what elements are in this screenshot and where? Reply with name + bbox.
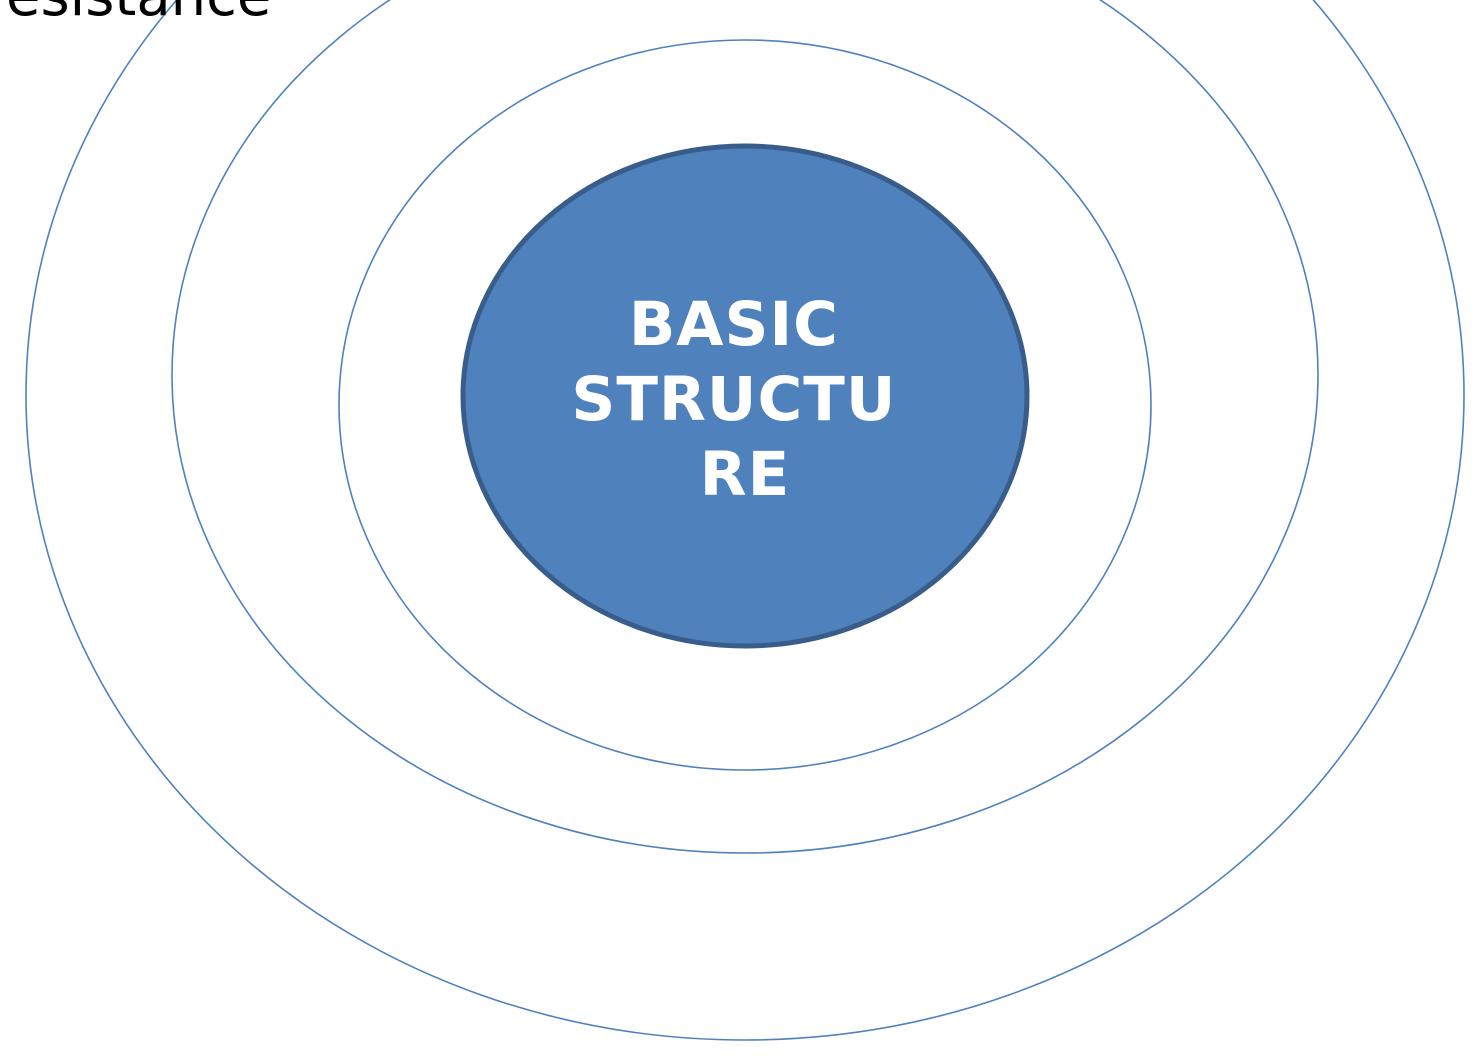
core-label-line-3: RE: [700, 439, 791, 510]
core-label-line-2: STRUCTU: [571, 364, 896, 435]
core-label: BASIC STRUCTU RE: [571, 289, 918, 510]
core-circle: [460, 143, 1030, 649]
second-ring: [338, 39, 1152, 771]
core-label-line-1: BASIC: [629, 289, 839, 360]
cropped-heading-text: esistance: [6, 0, 271, 25]
outer-ring: [25, 0, 1465, 1041]
third-ring: [171, 0, 1319, 854]
